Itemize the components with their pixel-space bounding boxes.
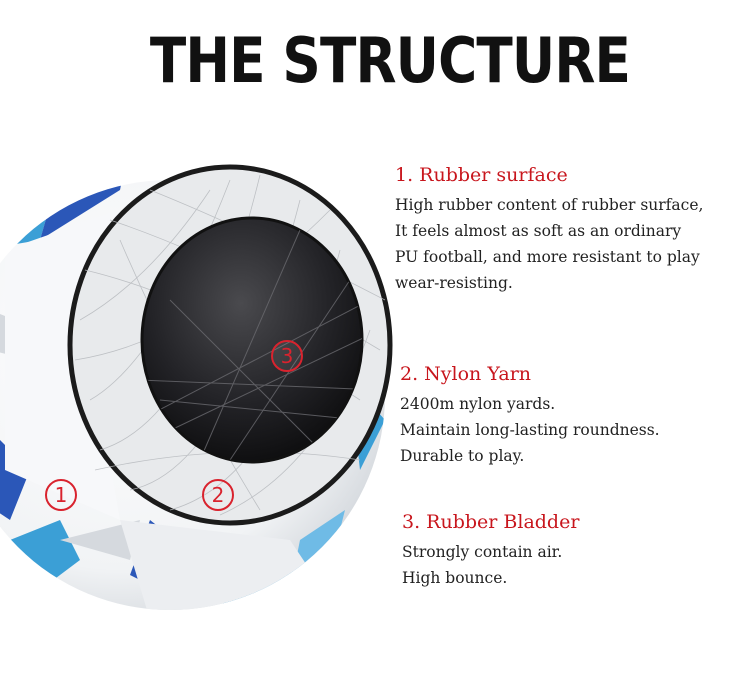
- section-rubber-bladder: 3. Rubber Bladder Strongly contain air. …: [402, 511, 732, 591]
- football-cutaway-illustration: [0, 164, 393, 610]
- section-body: Strongly contain air. High bounce.: [402, 543, 563, 587]
- section-heading: 1. Rubber surface: [395, 164, 568, 186]
- page-title: THE STRUCTURE: [149, 24, 631, 97]
- section-rubber-surface: 1. Rubber surface High rubber content of…: [395, 164, 740, 296]
- section-heading: 3. Rubber Bladder: [402, 511, 580, 533]
- section-body: 2400m nylon yards. Maintain long-lasting…: [400, 395, 660, 465]
- section-body: High rubber content of rubber surface, I…: [395, 196, 704, 292]
- section-nylon-yarn: 2. Nylon Yarn 2400m nylon yards. Maintai…: [400, 363, 740, 469]
- marker-2: 2: [202, 479, 234, 511]
- marker-3: 3: [271, 340, 303, 372]
- section-heading: 2. Nylon Yarn: [400, 363, 532, 385]
- marker-1: 1: [45, 479, 77, 511]
